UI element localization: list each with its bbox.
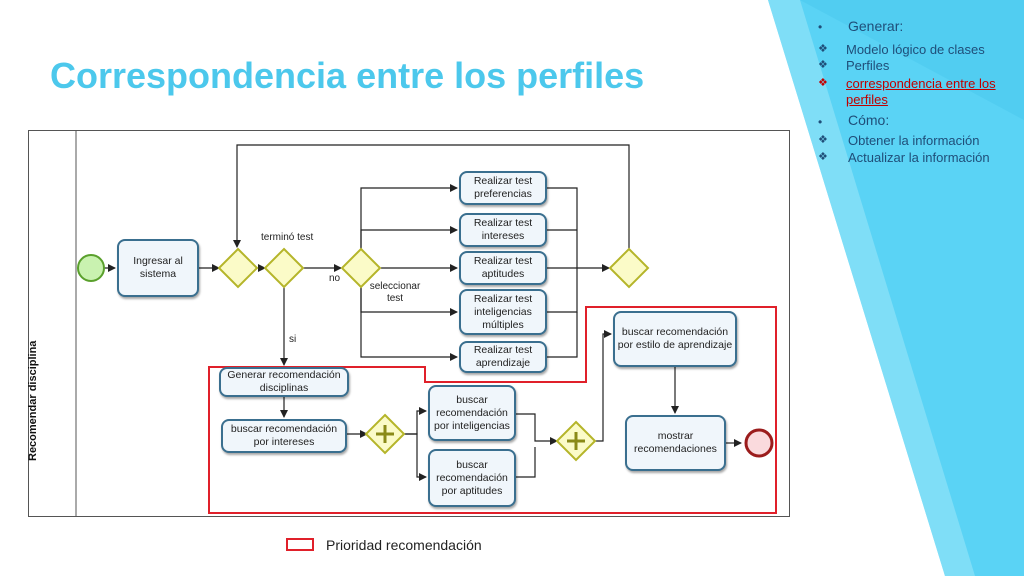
task-test-preferencias: Realizar test preferencias <box>459 171 547 205</box>
gateway-icon <box>608 247 650 289</box>
lane-label: Recomendar disciplina <box>27 340 39 461</box>
bullet-dot: • <box>818 115 823 129</box>
task-mostrar: mostrar recomendaciones <box>625 415 726 471</box>
flow-line <box>595 330 612 442</box>
task-test-aptitudes: Realizar test aptitudes <box>459 251 547 285</box>
flow-line <box>233 144 630 249</box>
flow-line <box>547 268 578 313</box>
gateway-icon <box>263 247 305 289</box>
flow-line <box>547 312 578 358</box>
sidebar-item-modelo: Modelo lógico de clases <box>846 42 985 57</box>
sidebar-generar-heading: Generar: <box>848 18 904 34</box>
bullet-diamond-icon: ❖ <box>818 77 828 89</box>
priority-region <box>208 306 777 514</box>
flow-line <box>516 447 536 478</box>
bullet-diamond-icon: ❖ <box>818 134 828 146</box>
task-buscar-intereses: buscar recomendación por intereses <box>221 419 347 453</box>
task-ingresar: Ingresar al sistema <box>117 239 199 297</box>
task-buscar-estilo: buscar recomendación por estilo de apren… <box>613 311 737 367</box>
bullet-diamond-icon: ❖ <box>818 151 828 163</box>
flow-line <box>516 413 558 445</box>
legend-label: Prioridad recomendación <box>326 537 482 553</box>
legend-swatch <box>286 538 314 551</box>
bpmn-diagram: Recomendar disciplina Ingresar al sistem… <box>27 130 790 517</box>
flow-line <box>360 184 458 249</box>
sidebar-item-actualizar: Actualizar la información <box>848 150 990 165</box>
start-event-icon <box>77 254 105 282</box>
gateway-icon <box>217 247 259 289</box>
task-buscar-aptitudes: buscar recomendación por aptitudes <box>428 449 516 507</box>
task-buscar-inteligencias: buscar recomendación por inteligencias <box>428 385 516 441</box>
sidebar-item-obtener: Obtener la información <box>848 133 980 148</box>
flow-line <box>360 226 458 249</box>
task-test-inteligencias: Realizar test inteligencias múltiples <box>459 289 547 335</box>
diagram-connectors <box>75 131 777 516</box>
label-seleccionar-test: seleccionar test <box>369 281 421 304</box>
bullet-diamond-icon: ❖ <box>818 43 828 55</box>
gateway-icon <box>340 247 382 289</box>
label-termino-test: terminó test <box>261 232 314 243</box>
flow-line <box>547 187 578 268</box>
end-event-icon <box>744 428 774 458</box>
sidebar-link-correspondencia[interactable]: correspondencia entre los <box>846 76 996 91</box>
task-test-intereses: Realizar test intereses <box>459 213 547 247</box>
flow-line <box>403 407 427 435</box>
bullet-dot: • <box>818 20 823 34</box>
task-generar-recomendacion: Generar recomendación disciplinas <box>219 367 349 397</box>
sidebar-como-heading: Cómo: <box>848 112 890 128</box>
flow-line <box>360 287 458 361</box>
sidebar-item-perfiles: Perfiles <box>846 58 890 73</box>
bullet-diamond-icon: ❖ <box>818 59 828 71</box>
sidebar-link-perfiles[interactable]: perfiles <box>846 92 888 107</box>
flow-line <box>403 433 427 481</box>
label-no: no <box>329 273 341 284</box>
slide-title: Correspondencia entre los perfiles <box>50 55 645 96</box>
task-test-aprendizaje: Realizar test aprendizaje <box>459 341 547 373</box>
label-si: si <box>289 334 297 345</box>
